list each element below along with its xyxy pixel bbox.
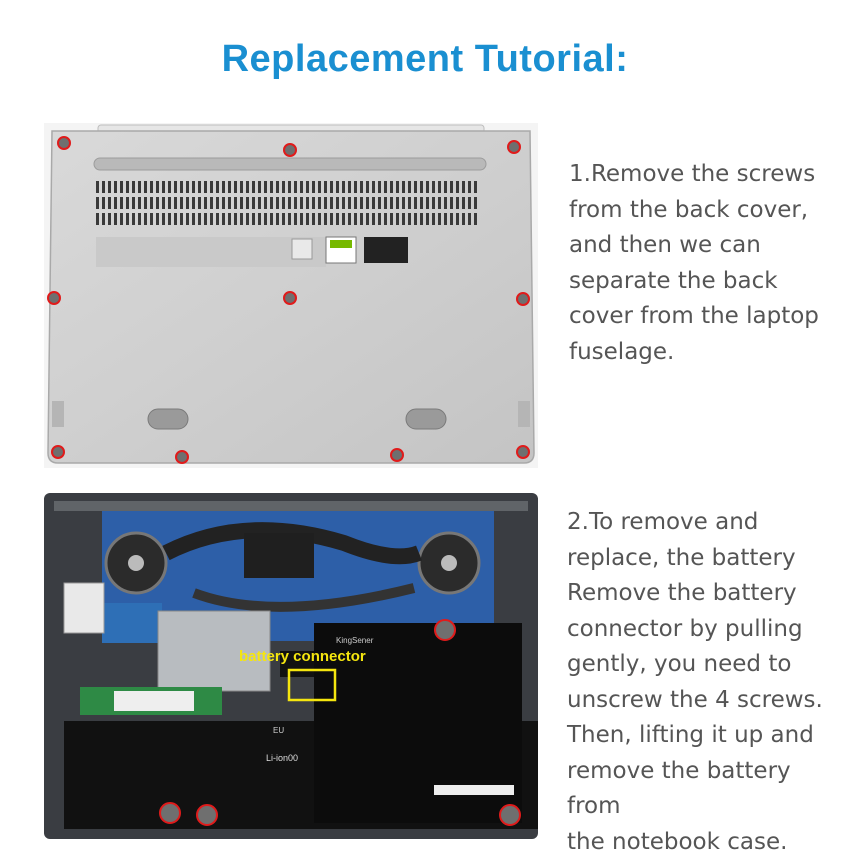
step-2-line: connector by pulling: [567, 615, 803, 642]
step-2-line: gently, you need to: [567, 651, 792, 677]
screw-marker: [283, 143, 297, 157]
step-1-line: and then we can: [569, 232, 761, 258]
laptop-back-cover-photo: [44, 123, 538, 468]
step-2-line: 2.To remove and: [567, 509, 759, 535]
battery-eu-label: EU: [273, 726, 284, 735]
battery-connector-highlight: [287, 668, 337, 702]
battery-brand-label: KingSener: [336, 636, 374, 645]
screw-marker: [175, 450, 189, 464]
step-1-line: cover from the laptop: [569, 303, 819, 329]
screw-marker: [390, 448, 404, 462]
screw-marker: [499, 804, 521, 826]
screw-marker: [516, 445, 530, 459]
screw-marker: [196, 804, 218, 826]
screw-marker: [516, 292, 530, 306]
step-2-line: Then, lifting it up and: [567, 722, 814, 748]
battery-liion-label: Li-ion00: [266, 753, 298, 763]
step-2-line: the notebook case.: [567, 828, 788, 855]
screw-marker: [283, 291, 297, 305]
screw-marker: [434, 619, 456, 641]
step-2-line: replace, the battery: [567, 544, 796, 571]
screw-marker: [57, 136, 71, 150]
step-1-line: 1.Remove the screws: [569, 161, 816, 187]
screw-marker: [159, 802, 181, 824]
step-2-line: Remove the battery: [567, 580, 797, 606]
step-2-line: remove the battery from: [567, 757, 791, 820]
battery-connector-callout: battery connector: [239, 648, 366, 665]
step-1-line: separate the back: [569, 267, 778, 294]
screw-marker: [507, 140, 521, 154]
step-1-line: fuselage.: [569, 338, 675, 365]
laptop-internals-photo: KingSener EU Li-ion00 battery connector: [44, 493, 538, 839]
screw-marker: [51, 445, 65, 459]
step-1-line: from the back cover,: [569, 196, 809, 223]
step-1-instructions: 1.Remove the screws from the back cover, a…: [569, 157, 834, 370]
page-title: Replacement Tutorial:: [221, 38, 629, 80]
screw-marker: [47, 291, 61, 305]
step-2-line: unscrew the 4 screws.: [567, 686, 823, 713]
